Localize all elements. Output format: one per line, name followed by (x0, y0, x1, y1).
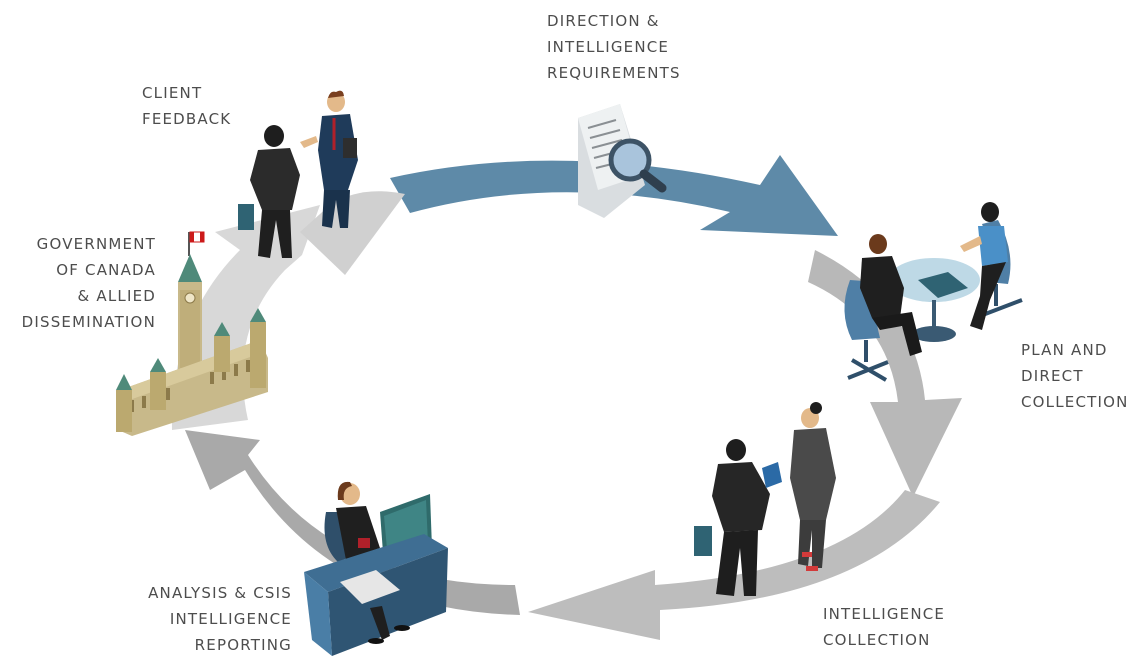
stage-label-line: PLAN AND (1021, 341, 1108, 359)
stage-label-analysis: ANALYSIS & CSIS INTELLIGENCE REPORTING (120, 580, 292, 658)
stage-label-line: & ALLIED (77, 287, 156, 305)
stage-label-line: INTELLIGENCE (823, 605, 946, 623)
stage-label-line: REQUIREMENTS (547, 64, 681, 82)
cycle-arrows (171, 155, 962, 640)
stage-label-line: FEEDBACK (142, 110, 232, 128)
stage-label-feedback: CLIENT FEEDBACK (142, 80, 231, 132)
analyst-desk-icon (304, 481, 448, 656)
stage-label-line: COLLECTION (823, 631, 931, 649)
stage-label-plan: PLAN AND DIRECT COLLECTION (1021, 337, 1129, 415)
stage-label-dissemination: GOVERNMENT OF CANADA & ALLIED DISSEMINAT… (0, 231, 156, 335)
arrow-direction (390, 155, 838, 236)
parliament-building-icon (116, 231, 268, 436)
stage-label-line: INTELLIGENCE (547, 38, 670, 56)
meeting-table-icon (844, 202, 1023, 382)
stage-label-line: DIRECTION & (547, 12, 660, 30)
stage-label-collection: INTELLIGENCE COLLECTION (823, 601, 945, 653)
arrow-plan (808, 250, 962, 497)
stage-label-line: OF CANADA (56, 261, 156, 279)
stage-label-line: CLIENT (142, 84, 203, 102)
stage-label-line: ANALYSIS & CSIS (148, 584, 292, 602)
arrow-feedback (300, 191, 405, 275)
stage-label-direction: DIRECTION & INTELLIGENCE REQUIREMENTS (547, 8, 681, 86)
stage-label-line: GOVERNMENT (36, 235, 156, 253)
arrow-analysis (185, 430, 520, 615)
stage-label-line: DISSEMINATION (21, 313, 156, 331)
stage-label-line: COLLECTION (1021, 393, 1129, 411)
document-magnifier-icon (578, 104, 667, 218)
client-feedback-people-icon (238, 90, 358, 258)
intelligence-collection-people-icon (694, 402, 836, 596)
stage-label-line: REPORTING (194, 636, 292, 654)
stage-label-line: INTELLIGENCE (169, 610, 292, 628)
stage-label-line: DIRECT (1021, 367, 1084, 385)
arrow-collection (528, 490, 940, 640)
